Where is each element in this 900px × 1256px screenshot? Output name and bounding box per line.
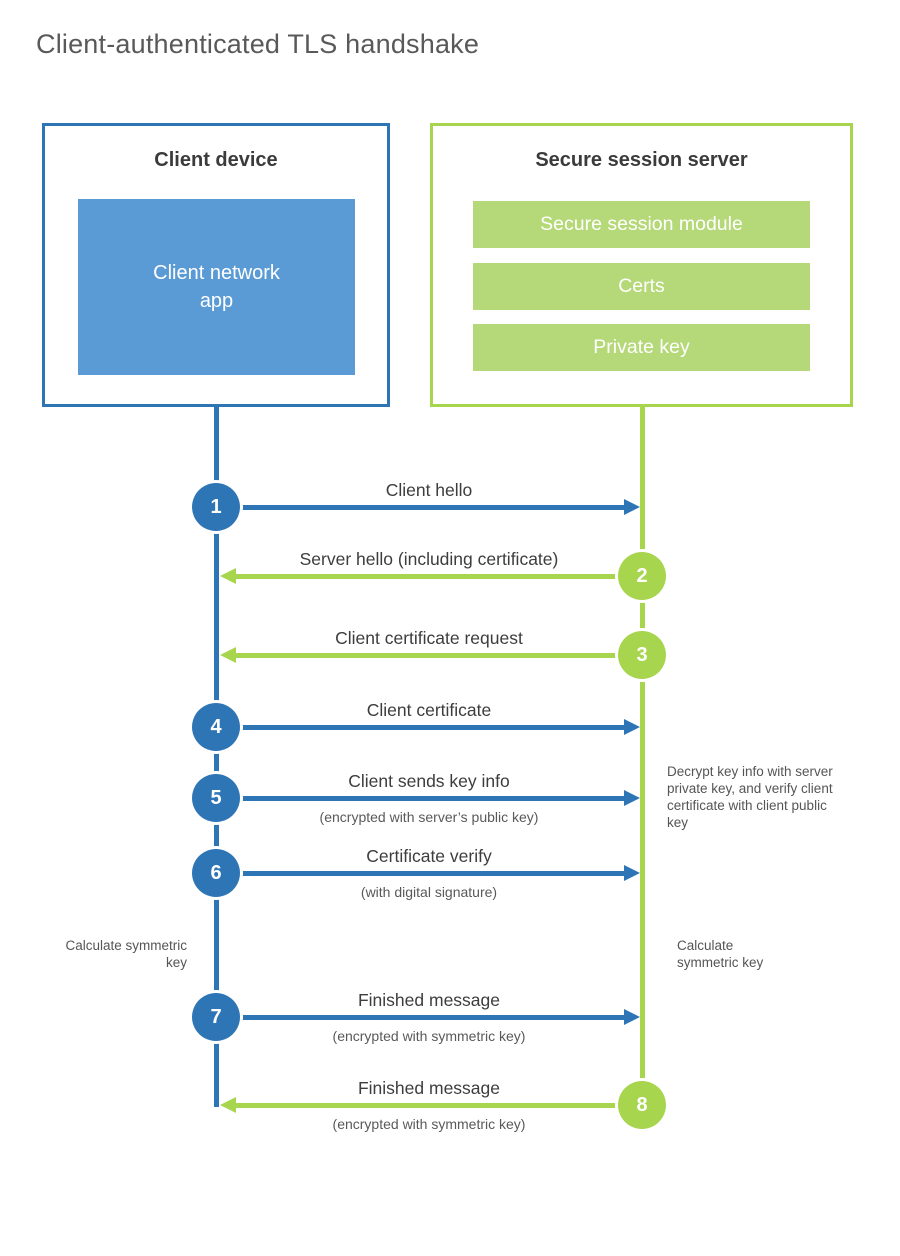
message-sublabel: (encrypted with symmetric key): [332, 1116, 526, 1132]
client-lifeline: [214, 405, 219, 1107]
step-circle-4: 4: [192, 703, 240, 751]
arrow-line: [236, 574, 642, 579]
arrow-line: [236, 1103, 642, 1108]
server-module-certs: Certs: [473, 263, 810, 310]
step-circle-5: 5: [192, 774, 240, 822]
arrow-left-icon: [220, 568, 236, 584]
arrow-line: [216, 871, 624, 876]
arrow-line: [216, 796, 624, 801]
step-circle-2: 2: [618, 552, 666, 600]
step-circle-3: 3: [618, 631, 666, 679]
arrow-right-icon: [624, 719, 640, 735]
arrow-line: [216, 725, 624, 730]
message-sublabel: (with digital signature): [360, 884, 498, 900]
message-label: Server hello (including certificate): [299, 549, 559, 569]
note-calculate-symmetric-key-server: Calculate symmetric key: [677, 938, 764, 970]
step-circle-1: 1: [192, 483, 240, 531]
arrow-left-icon: [220, 1097, 236, 1113]
message-label: Client certificate: [366, 700, 492, 720]
arrow-right-icon: [624, 865, 640, 881]
client-network-app-box: Client network app: [78, 199, 355, 375]
note-calculate-symmetric-key-client: Calculate symmetric key: [65, 938, 187, 970]
note-decrypt-key-info: Decrypt key info with server private key…: [667, 764, 833, 830]
client-app-label-line1: Client network: [153, 262, 280, 284]
message-sublabel: (encrypted with symmetric key): [332, 1028, 526, 1044]
step-circle-8: 8: [618, 1081, 666, 1129]
arrow-right-icon: [624, 1009, 640, 1025]
step-circle-6: 6: [192, 849, 240, 897]
message-sublabel: (encrypted with server’s public key): [319, 809, 539, 825]
arrow-line: [216, 1015, 624, 1020]
message-label: Client sends key info: [348, 771, 510, 791]
message-label: Certificate verify: [366, 846, 492, 866]
step-circle-7: 7: [192, 993, 240, 1041]
arrow-right-icon: [624, 790, 640, 806]
arrow-line: [236, 653, 642, 658]
server-lifeline: [640, 405, 645, 1107]
message-label: Client hello: [385, 480, 473, 500]
server-module-secure-session: Secure session module: [473, 201, 810, 248]
arrow-left-icon: [220, 647, 236, 663]
arrow-line: [216, 505, 624, 510]
client-app-label-line2: app: [199, 290, 234, 312]
client-device-heading: Client device: [154, 149, 278, 171]
message-label: Finished message: [357, 1078, 501, 1098]
message-label: Client certificate request: [335, 628, 523, 648]
server-module-private-key: Private key: [473, 324, 810, 371]
arrow-right-icon: [624, 499, 640, 515]
server-heading: Secure session server: [535, 149, 748, 171]
page-title: Client-authenticated TLS handshake: [36, 29, 480, 59]
message-label: Finished message: [357, 990, 501, 1010]
